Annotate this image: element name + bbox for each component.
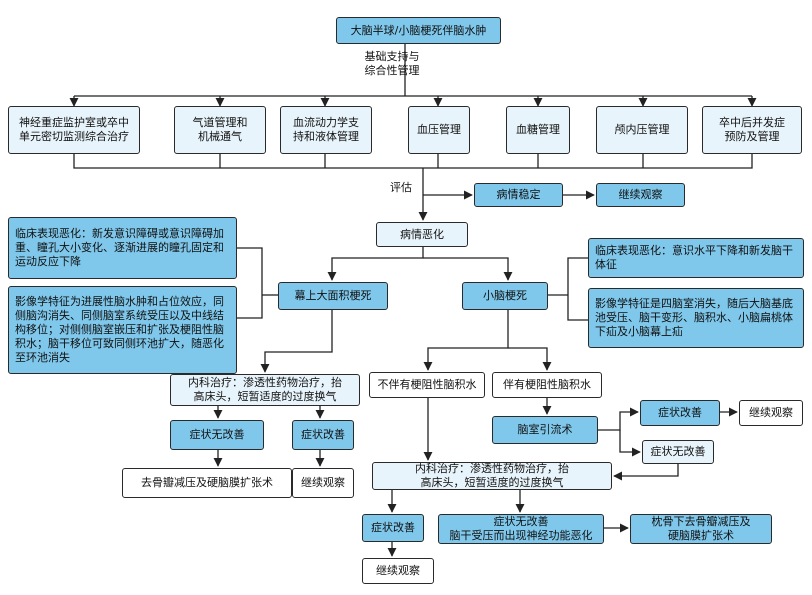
edge-cer-split <box>423 310 509 371</box>
node-improve-1: 症状改善 <box>292 420 354 450</box>
node-stable: 病情稳定 <box>474 183 563 207</box>
node-icp-management: 颅内压管理 <box>596 106 688 154</box>
edge-drain-fail-med2 <box>613 464 679 481</box>
node-ventricular-drainage: 脑室引流术 <box>492 416 598 444</box>
node-improve-2: 症状改善 <box>362 514 424 542</box>
node-observe-1: 继续观察 <box>292 468 354 498</box>
node-worsen: 病情恶化 <box>376 222 468 247</box>
node-observe-drain: 继续观察 <box>739 400 803 426</box>
edge-sup-med1 <box>260 310 333 373</box>
node-no-improve-2: 症状无改善 脑干受压而出现神经功能恶化 <box>438 514 604 544</box>
node-glucose-management: 血糖管理 <box>506 106 570 154</box>
node-bp-management: 血压管理 <box>408 106 470 154</box>
node-clinical-cerebellar: 临床表现恶化：意识水平下降和新发脑干体征 <box>588 238 804 278</box>
edge-clin-sup <box>237 247 263 319</box>
edge-worsen-split <box>327 247 424 281</box>
node-medical-treatment-1: 内科治疗：渗透性药物治疗，抬 高床头，短暂适度的过度换气 <box>170 374 360 406</box>
node-cerebellar-infarct: 小脑梗死 <box>462 282 548 310</box>
node-decompression: 去骨瓣减压及硬脑膜扩张术 <box>122 468 292 498</box>
node-no-improve-1: 症状无改善 <box>170 420 264 450</box>
edge-drain-improve <box>598 407 639 431</box>
collector-bar <box>73 153 753 169</box>
node-supratentorial-infarct: 幕上大面积梗死 <box>278 282 388 310</box>
node-clinical-supratentorial: 临床表现恶化：新发意识障碍或意识障碍加重、瞳孔大小变化、逐渐进展的瞳孔固定和运动… <box>8 217 237 279</box>
node-airway-ventilation: 气道管理和 机械通气 <box>174 106 266 154</box>
node-medical-treatment-2: 内科治疗：渗透性药物治疗，抬 高床头，短暂适度的过度换气 <box>372 462 612 490</box>
node-icu-monitoring: 神经重症监护室或卒中 单元密切监测综合治疗 <box>8 106 140 154</box>
root-node: 大脑半球/小脑梗死伴脑水肿 <box>336 17 501 44</box>
node-with-hydrocephalus: 伴有梗阻性脑积水 <box>492 372 602 398</box>
label-assess: 评估 <box>390 181 412 194</box>
node-improve-drain: 症状改善 <box>640 400 720 426</box>
node-observe-top: 继续观察 <box>596 183 685 207</box>
label-basic-support: 基础支持与 综合性管理 <box>364 50 420 77</box>
node-no-hydrocephalus: 不伴有梗阻性脑积水 <box>369 372 485 398</box>
node-observe-2: 继续观察 <box>362 558 434 584</box>
node-posterior-decompression: 枕骨下去骨瓣减压及 硬脑膜扩张术 <box>630 514 772 544</box>
node-hemodynamic-fluid: 血流动力学支 持和液体管理 <box>280 106 372 154</box>
node-imaging-supratentorial: 影像学特征为进展性脑水肿和占位效应，同侧脑沟消失、同侧脑室系统受压以及中线结构移… <box>8 286 237 374</box>
node-no-improve-drain: 症状无改善 <box>642 440 714 464</box>
edge-clin-cer <box>567 257 588 321</box>
node-complication-prevention: 卒中后并发症 预防及管理 <box>702 106 802 154</box>
node-imaging-cerebellar: 影像学特征是四脑室消失，随后大脑基底池受压、脑干变形、脑积水、小脑扁桃体下疝及小… <box>588 288 804 348</box>
